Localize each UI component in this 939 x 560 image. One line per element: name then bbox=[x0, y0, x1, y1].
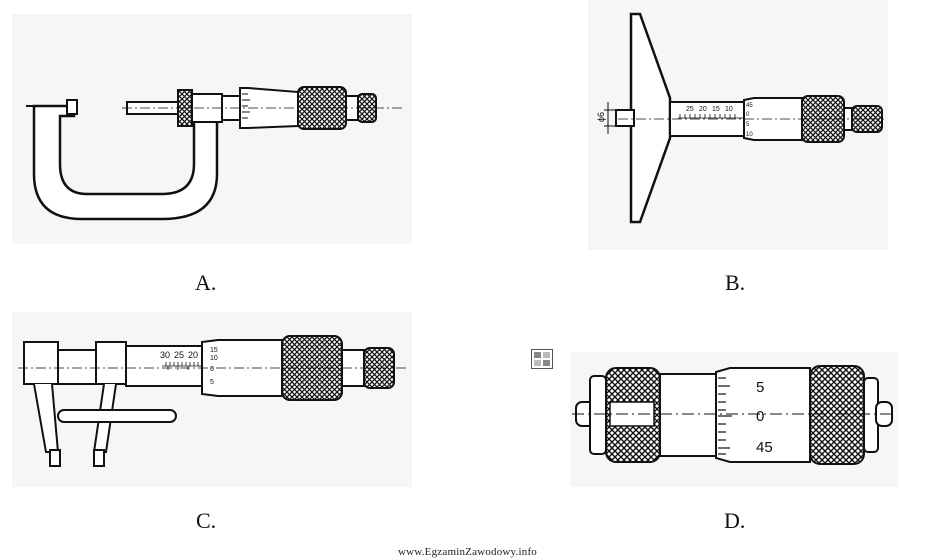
thimble-number: 0 bbox=[210, 366, 214, 373]
micrometer-d: 5 0 45 bbox=[570, 352, 898, 487]
sleeve-number: 25 bbox=[174, 350, 184, 360]
egzamin-logo-icon bbox=[531, 349, 553, 369]
micrometer-a bbox=[12, 14, 412, 244]
sleeve-number: 20 bbox=[188, 350, 198, 360]
caption-c: C. bbox=[196, 508, 217, 533]
thimble bbox=[743, 97, 803, 141]
measuring-rod bbox=[615, 109, 635, 127]
caption-b: B. bbox=[725, 270, 746, 295]
sleeve-number: 30 bbox=[160, 350, 170, 360]
sleeve-number: 10 bbox=[725, 106, 733, 113]
thimble bbox=[715, 367, 811, 463]
outside-micrometer-drawing bbox=[12, 14, 412, 244]
thimble-number: 10 bbox=[746, 132, 753, 138]
sleeve bbox=[659, 373, 717, 457]
micrometer-head-drawing: 5 0 45 bbox=[570, 352, 898, 487]
micrometer-c: 30 25 20 15 10 0 5 bbox=[12, 312, 412, 487]
thimble-number: 5 bbox=[210, 379, 214, 386]
depth-base bbox=[629, 12, 672, 224]
thimble-number: 0 bbox=[746, 112, 750, 118]
thimble-number: 5 bbox=[756, 379, 764, 396]
thimble-number: 5 bbox=[746, 122, 750, 128]
thimble-number: 0 bbox=[756, 408, 764, 425]
fixed-jaw bbox=[23, 341, 59, 385]
sleeve-number: 15 bbox=[712, 106, 720, 113]
ratchet-knob bbox=[809, 365, 865, 465]
footer-watermark: www.EgzaminZawodowy.info bbox=[398, 546, 538, 558]
thimble-number: 45 bbox=[746, 103, 753, 109]
dimension-label: ϕ6 bbox=[596, 112, 606, 122]
sleeve-number: 20 bbox=[699, 106, 707, 113]
caption-a: A. bbox=[195, 270, 217, 295]
thimble-number: 10 bbox=[210, 355, 218, 362]
caliper-micrometer-drawing: 30 25 20 15 10 0 5 bbox=[12, 312, 412, 487]
movable-jaw bbox=[95, 341, 127, 385]
caption-d: D. bbox=[724, 508, 746, 533]
thimble-number: 45 bbox=[756, 439, 773, 456]
sleeve-number: 25 bbox=[686, 106, 694, 113]
depth-micrometer-drawing: ϕ6 25 20 15 10 45 0 5 10 bbox=[588, 0, 888, 250]
micrometer-b: ϕ6 25 20 15 10 45 0 5 10 bbox=[588, 0, 888, 250]
thimble-number: 15 bbox=[210, 347, 218, 354]
